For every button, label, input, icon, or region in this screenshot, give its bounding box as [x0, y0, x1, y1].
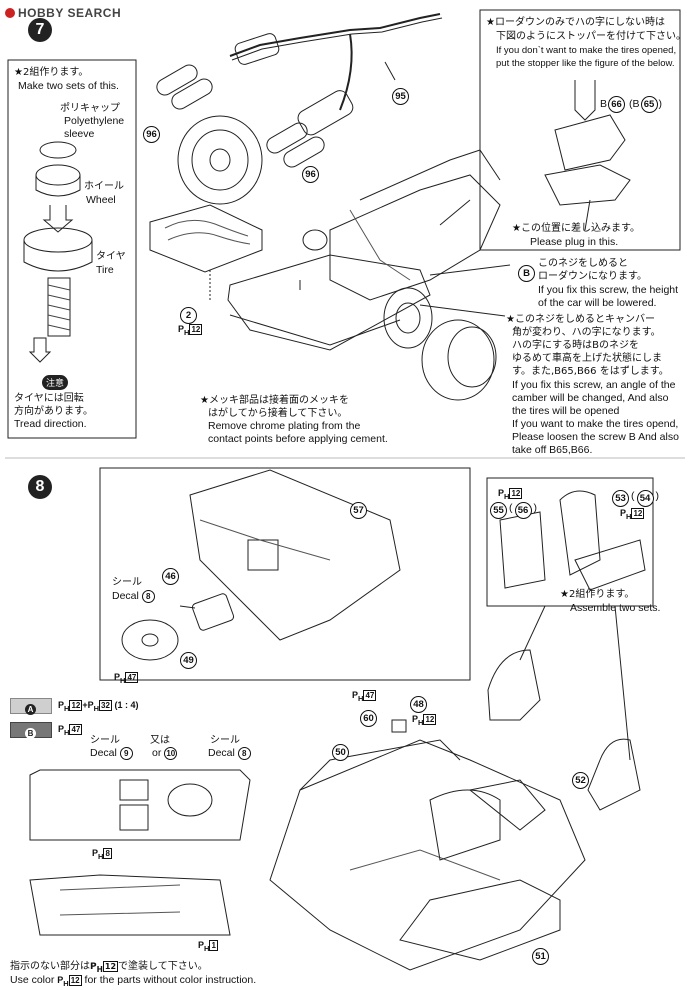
chrome-en-1: Remove chrome plating from the: [208, 420, 361, 432]
camber-jp-1: ★このネジをしめるとキャンバー: [506, 314, 655, 325]
tread-jp-1: タイヤには回転: [14, 393, 84, 404]
camber-en-4: If you want to make the tires opend,: [512, 418, 679, 430]
part-49: 49: [180, 650, 197, 669]
tread-jp-2: 方向があります。: [14, 406, 93, 417]
chrome-jp-1: ★メッキ部品は接着面のメッキを: [200, 395, 349, 406]
chrome-jp-2: はがしてから接着して下さい。: [208, 408, 348, 419]
decal-left-en: Decal 9: [90, 747, 133, 760]
chrome-en-2: contact points before applying cement.: [208, 433, 388, 445]
watermark-logo-icon: [5, 8, 15, 18]
step-number: 7: [28, 18, 52, 42]
plug-en: Please plug in this.: [530, 236, 619, 248]
seat-box: [486, 477, 654, 607]
tire-en: Tire: [96, 264, 114, 276]
poly-jp: ポリキャップ: [60, 103, 120, 114]
dashboard-box: [99, 467, 471, 681]
part-95: 95: [392, 86, 409, 105]
camber-jp-2: 角が変わり、ハの字になります。: [512, 327, 661, 338]
seat-parts-53-54: 53(54): [612, 490, 659, 507]
plug-jp: ★この位置に差し込みます。: [512, 223, 640, 234]
part-46: 46: [162, 566, 179, 585]
camber-en-5: Please loosen the screw B And also: [512, 431, 679, 443]
camber-jp-5: す。また,B65,B66 をはずします。: [512, 366, 669, 377]
watermark-brand: HOBBY SEARCH: [18, 6, 122, 20]
wheel-jp: ホイール: [84, 181, 124, 192]
camber-jp-3: ハの字にする時はBのネジを: [512, 340, 639, 351]
legend-a-swatch: A: [10, 698, 52, 715]
decal-right-jp: シール: [210, 735, 240, 746]
poly-en-1: Polyethylene: [64, 115, 125, 127]
make-two-en: Make two sets of this.: [18, 80, 119, 92]
decal-left-jp: シール: [90, 735, 120, 746]
wheel-assembly-box: [7, 59, 137, 439]
part-51: 51: [532, 946, 549, 965]
lowdown-en-1: If you don`t want to make the tires open…: [496, 45, 677, 56]
decal-right-en: Decal 8: [208, 747, 251, 760]
screw-en-1: If you fix this screw, the height: [538, 284, 679, 296]
part-60: 60: [360, 708, 377, 727]
part-96-right: 96: [302, 164, 319, 183]
screw-en-2: of the car will be lowered.: [538, 297, 657, 309]
camber-en-2: camber will be changed, And also: [512, 392, 669, 404]
part-50: 50: [332, 742, 349, 761]
lowdown-jp-1: ★ローダウンのみでハの字にしない時は: [486, 17, 665, 28]
part-52: 52: [572, 770, 589, 789]
or-jp: 又は: [150, 735, 170, 746]
legend-b-swatch: B: [10, 722, 52, 739]
seat-parts-55-56: 55(56): [490, 502, 537, 519]
lowdown-jp-2: 下図のようにストッパーを付けて下さい。: [496, 31, 686, 42]
stopper-detail-box: [479, 9, 681, 251]
screw-jp-2: ローダウンになります。: [538, 271, 647, 282]
screw-jp-1: このネジをしめると: [538, 258, 628, 269]
decal-jp: シール: [112, 577, 142, 588]
or-en: or 10: [152, 747, 178, 760]
assemble-en: Assemble two sets.: [570, 602, 661, 614]
part-48: 48: [410, 694, 427, 713]
part-2: 2: [180, 305, 197, 324]
poly-en-2: sleeve: [64, 128, 95, 140]
make-two-jp: ★2組作ります。: [14, 67, 89, 78]
lowdown-en-2: put the stopper like the figure of the b…: [496, 58, 675, 69]
tire-jp: タイヤ: [96, 251, 126, 262]
step-number-8: 8: [28, 475, 52, 499]
watermark: HOBBY SEARCH: [5, 6, 121, 20]
part-57: 57: [350, 500, 367, 519]
caution-badge: 注意: [42, 375, 69, 390]
screw-b: B: [518, 263, 535, 282]
part-96-left: 96: [143, 124, 160, 143]
camber-en-6: take off B65,B66.: [512, 444, 593, 456]
decal-en: Decal 8: [112, 590, 155, 603]
camber-jp-4: ゆるめて車高を上げた状態にしま: [512, 353, 662, 364]
camber-en-1: If you fix this screw, an angle of the: [512, 379, 676, 391]
wheel-en: Wheel: [86, 194, 116, 206]
tread-en: Tread direction.: [14, 418, 87, 430]
camber-en-3: the tires will be opened: [512, 405, 620, 417]
assemble-jp: ★2組作ります。: [560, 589, 635, 600]
